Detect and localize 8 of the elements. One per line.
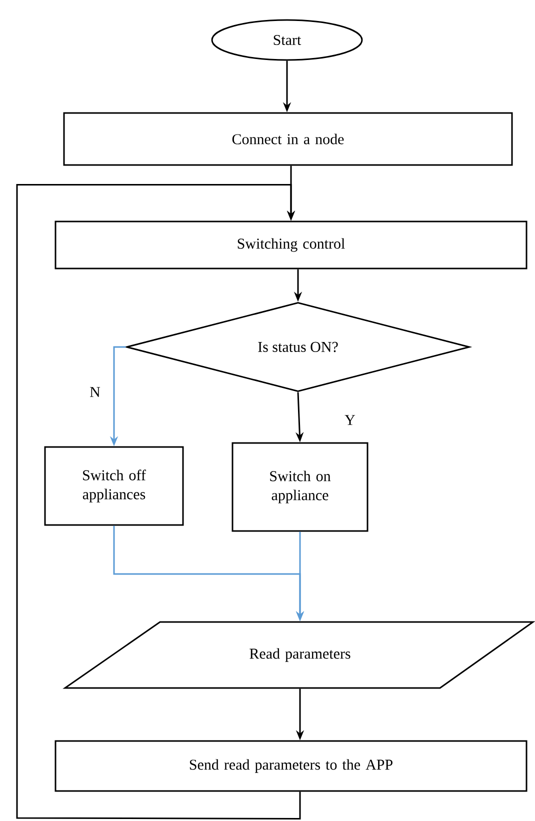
edge-label: Y [344,414,356,426]
process-box: Connect in a node [63,112,513,166]
edge-label: N [88,386,102,398]
process-box: Switching control [54,220,528,270]
process-box: Switch on appliance [232,442,368,532]
process-box: Switch off appliances [44,446,184,526]
arrow [16,184,301,820]
process-box: Send read parameters to the APP [54,740,528,792]
